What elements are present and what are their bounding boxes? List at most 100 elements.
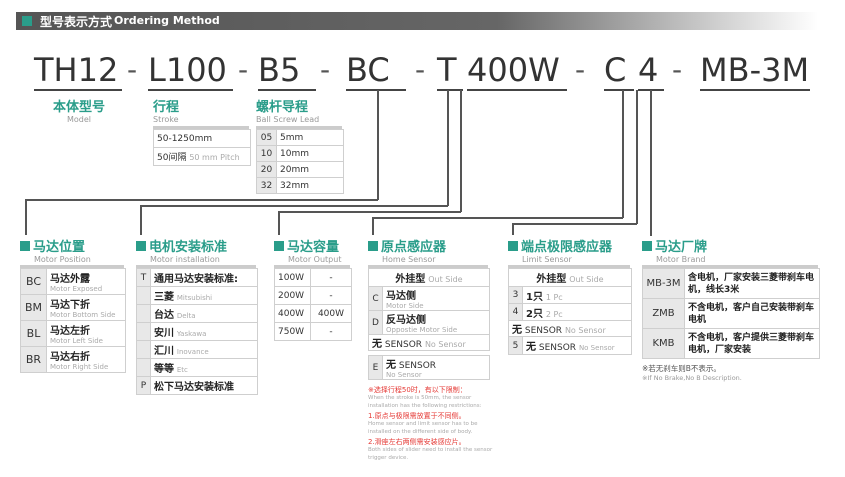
stroke-range: 50-1250mm <box>153 129 251 148</box>
connector-line <box>372 217 374 235</box>
installation-en: Inovance <box>176 348 209 356</box>
lead-label-cn: 螺杆导程 <box>256 100 309 115</box>
lead-value: 20mm <box>276 161 344 178</box>
connector-line <box>636 90 638 224</box>
lead-value: 5mm <box>276 129 344 146</box>
output-value: - <box>310 268 352 287</box>
position-en: Motor Left Side <box>50 337 103 345</box>
motor-position-header: 马达位置 <box>20 236 126 255</box>
brand-code: MB-3M <box>642 268 685 299</box>
motor-brand-cn: 马达厂牌 <box>655 240 708 255</box>
stroke-block: 行程 Stroke 50-1250mm 50间隔 50 mm Pitch <box>153 96 251 166</box>
installation-code: T <box>136 268 151 287</box>
installation-desc: 台达 Delta <box>150 304 258 323</box>
motor-output-cn: 马达容量 <box>287 240 340 255</box>
home-e-code: E <box>368 355 383 380</box>
home-outside-en: Out Side <box>428 275 463 284</box>
model-label: 本体型号 Model <box>44 96 114 124</box>
connector-line <box>512 223 637 225</box>
installation-cn: 通用马达安装标准: <box>150 268 258 287</box>
motor-position-en: Motor Position <box>34 255 91 264</box>
lead-code: 32 <box>256 177 277 194</box>
code-dash: - <box>672 53 683 86</box>
installation-cn: 等等 <box>154 364 174 375</box>
limit-outside-cn: 外挂型 <box>536 274 567 285</box>
code-underline <box>346 89 406 91</box>
connector-line <box>25 199 27 235</box>
limit-none-label: SENSOR <box>524 326 563 336</box>
installation-code: P <box>136 376 151 395</box>
limit-five-code: 5 <box>508 336 523 355</box>
lead-value: 32mm <box>276 177 344 194</box>
position-code: BL <box>20 320 47 347</box>
home-e-en: No Sensor <box>386 371 422 379</box>
home-cn: 反马达侧 <box>386 315 426 326</box>
home-none-row: 无 SENSOR No Sensor <box>368 334 490 351</box>
code-part-output: 400W <box>467 51 560 89</box>
limit-cn: 1只 <box>526 291 543 303</box>
home-none-cn: 无 <box>372 339 382 350</box>
stroke-pitch: 50间隔 50 mm Pitch <box>153 147 251 166</box>
connector-line <box>278 211 461 213</box>
limit-code: 3 <box>508 286 523 304</box>
installation-en: Mitsubishi <box>176 294 213 302</box>
code-part-position: BC <box>346 51 390 89</box>
motor-position-cn: 马达位置 <box>33 240 86 255</box>
code-underline <box>148 89 233 91</box>
code-dash: - <box>415 53 426 86</box>
note-3-en: Both sides of slider need to install the… <box>368 447 493 461</box>
limit-outside-header: 外挂型 Out Side <box>508 268 632 287</box>
limit-five-en: No Sensor <box>578 344 615 352</box>
position-code: BR <box>20 346 47 373</box>
code-dash: - <box>238 53 249 86</box>
lead-bar <box>256 126 342 129</box>
section-square-icon <box>508 240 518 251</box>
home-outside-cn: 外挂型 <box>395 274 426 285</box>
model-label-cn: 本体型号 <box>52 100 105 115</box>
home-en: Oppostie Motor Side <box>386 326 458 334</box>
connector-line <box>278 211 280 235</box>
output-code: 200W <box>274 286 311 305</box>
code-part-stroke: L100 <box>148 51 227 89</box>
home-e-cn: 无 <box>386 360 396 371</box>
limit-none-cn: 无 <box>512 325 522 336</box>
home-cn: 马达侧 <box>386 291 416 302</box>
header-square-icon <box>22 16 32 26</box>
stroke-label-cn: 行程 <box>153 100 180 115</box>
code-dash: - <box>127 53 138 86</box>
motor-output-bar <box>274 265 350 268</box>
limit-five-desc: 无 SENSOR No Sensor <box>522 336 632 355</box>
motor-position-bar <box>20 265 124 268</box>
limit-sensor-header: 端点极限感应器 <box>508 236 632 255</box>
installation-desc: 三菱 Mitsubishi <box>150 286 258 305</box>
limit-cn: 2只 <box>526 308 543 320</box>
note-2-en: Home sensor and limit sensor has to be i… <box>368 421 478 435</box>
stroke-pitch-cn: 50间隔 <box>157 153 187 163</box>
code-part-lead: B5 <box>258 51 301 89</box>
installation-desc: 安川 Yaskawa <box>150 322 258 341</box>
position-cn: 马达右折 <box>50 352 90 363</box>
output-code: 400W <box>274 304 311 323</box>
note-1-en: When the stroke is 50mm, the sensor inst… <box>368 395 482 409</box>
stroke-bar <box>153 126 249 129</box>
motor-brand-bar <box>642 265 818 268</box>
section-header: 型号表示方式 Ordering Method <box>16 12 818 30</box>
code-part-installation: T <box>437 51 457 89</box>
position-code: BM <box>20 294 47 321</box>
motor-brand-header: 马达厂牌 <box>642 236 820 255</box>
output-code: 100W <box>274 268 311 287</box>
output-value: - <box>310 286 352 305</box>
position-en: Motor Exposed <box>50 285 103 293</box>
installation-cn: 安川 <box>154 328 174 339</box>
position-cn: 马达外露 <box>50 274 90 285</box>
home-none-en: No Sensor <box>424 340 466 349</box>
limit-en: 2 Pc <box>545 309 563 319</box>
